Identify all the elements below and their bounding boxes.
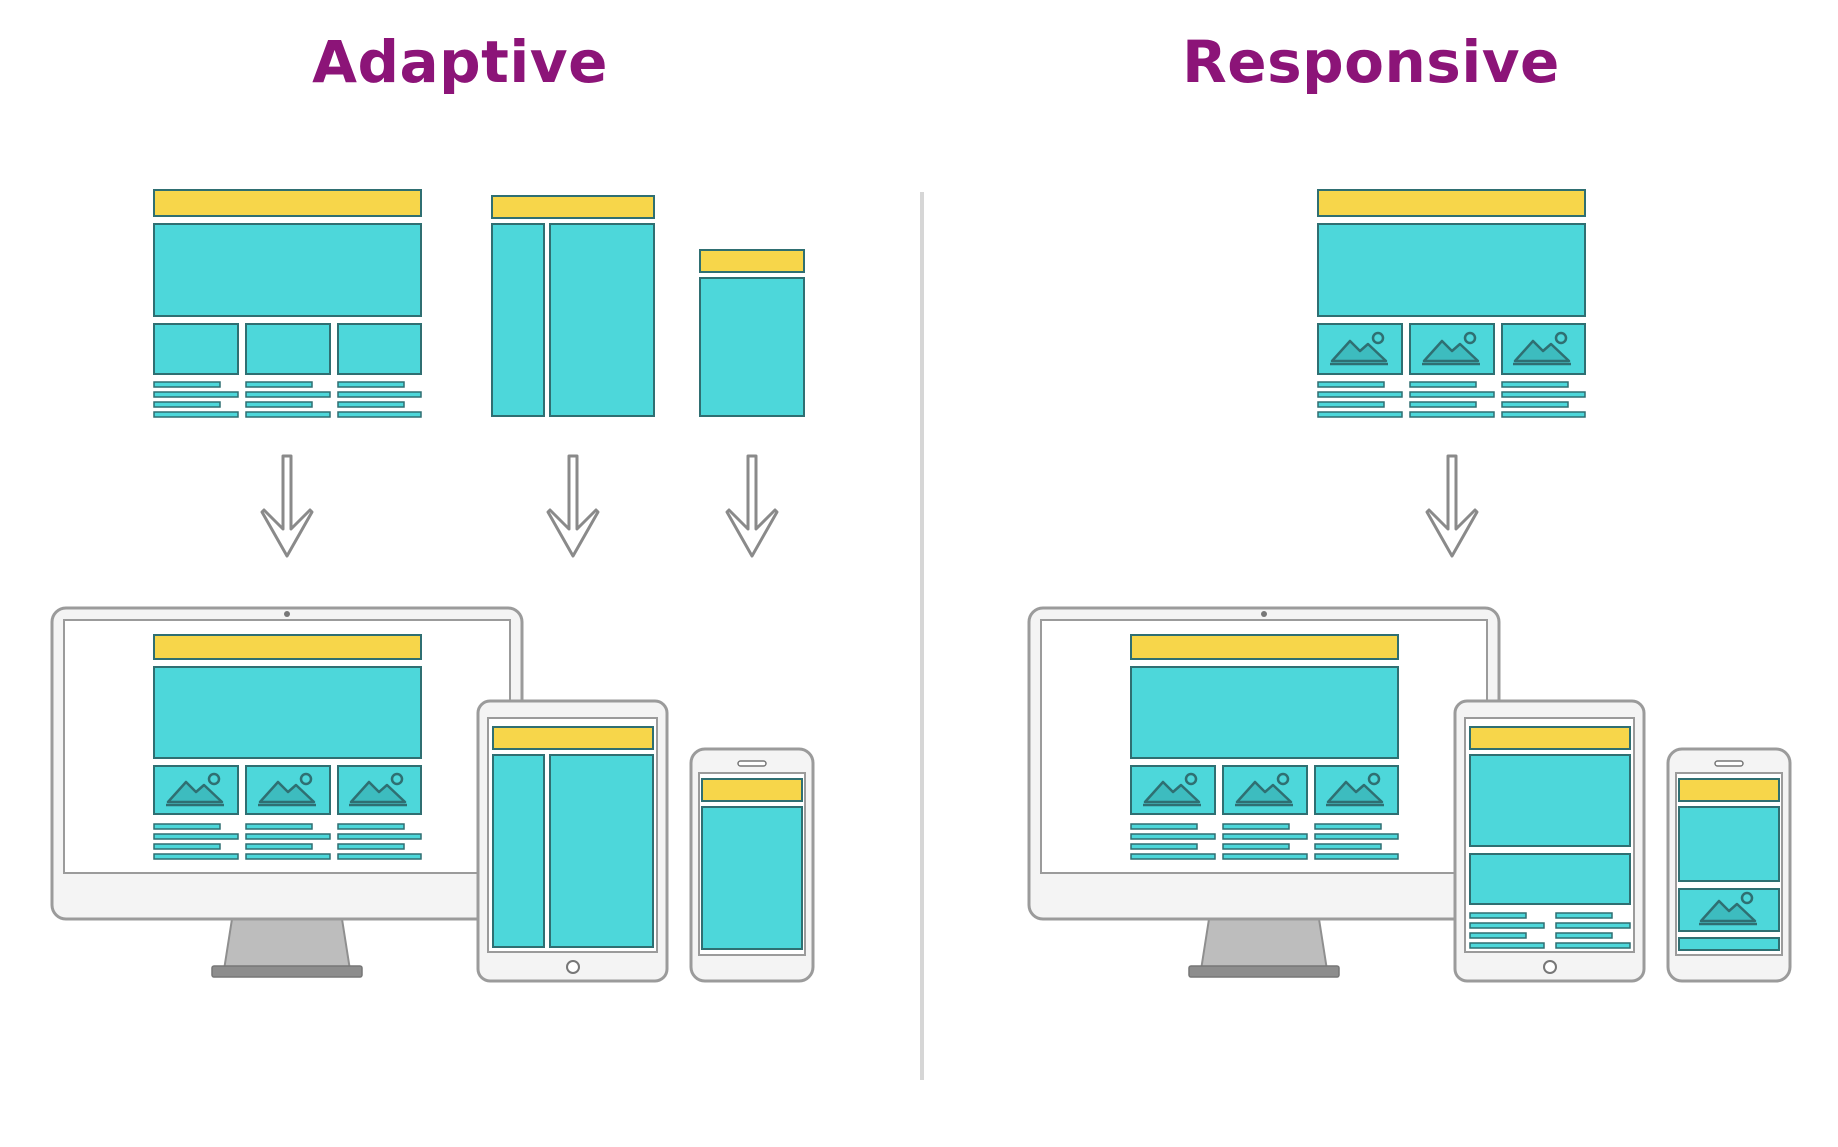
camera-dot-icon — [1261, 611, 1267, 617]
home-button-icon — [1543, 960, 1557, 974]
responsive-monitor — [1027, 606, 1501, 978]
responsive-fluid-layout — [1317, 189, 1586, 418]
arrow-down-icon — [725, 454, 779, 558]
camera-dot-icon — [284, 611, 290, 617]
responsive-title: Responsive — [1182, 28, 1560, 96]
adaptive-monitor — [50, 606, 524, 978]
adaptive-tablet — [476, 699, 669, 983]
speaker-slot-icon — [737, 760, 767, 767]
adaptive-tablet-layout — [491, 195, 655, 417]
home-button-icon — [566, 960, 580, 974]
speaker-slot-icon — [1714, 760, 1744, 767]
adaptive-title: Adaptive — [312, 28, 608, 96]
adaptive-mobile-layout — [699, 249, 805, 417]
arrow-down-icon — [1425, 454, 1479, 558]
adaptive-phone — [689, 747, 815, 983]
arrow-down-icon — [546, 454, 600, 558]
responsive-phone — [1666, 747, 1792, 983]
text-lines — [153, 381, 422, 418]
adaptive-desktop-layout — [153, 189, 422, 418]
arrow-down-icon — [260, 454, 314, 558]
responsive-tablet — [1453, 699, 1646, 983]
